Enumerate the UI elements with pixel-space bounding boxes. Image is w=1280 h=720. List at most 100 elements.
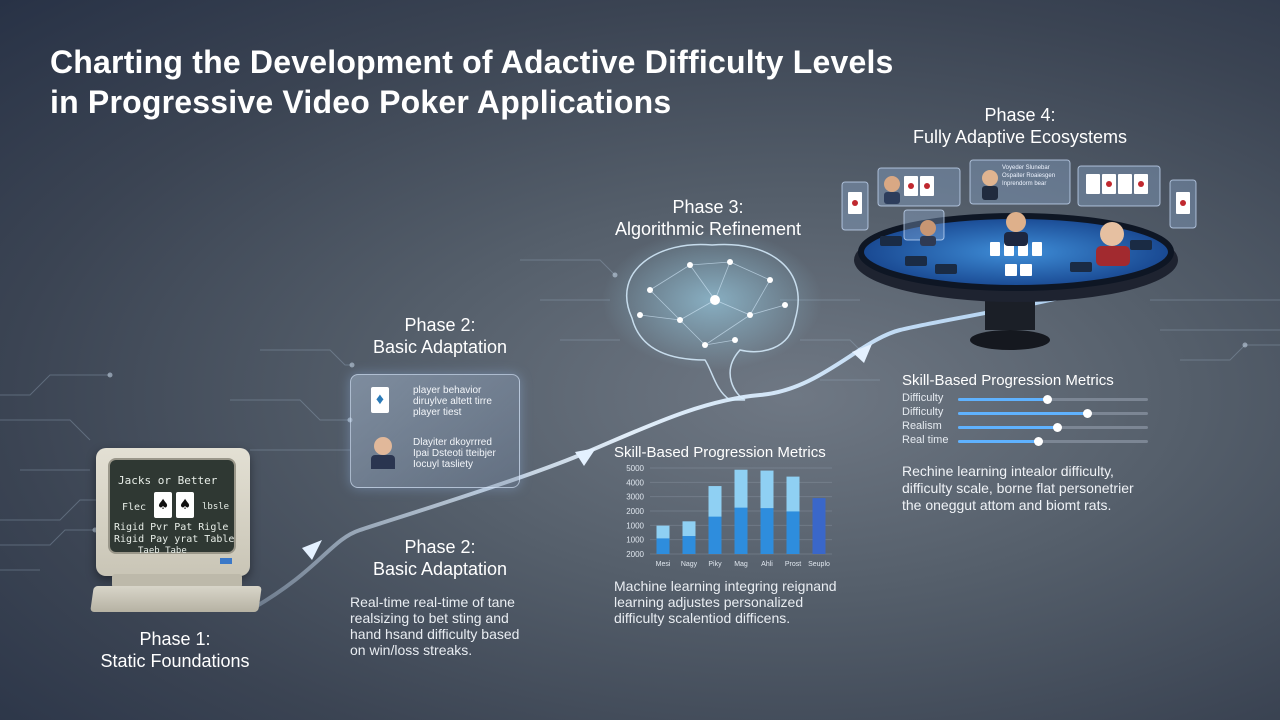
phase2-description: Real-time real-time of tane realsizing t… [350,594,519,658]
phase4-description: Rechine learning intealor difficulty, di… [902,463,1134,514]
phase3-desc-1: Machine learning integring reignand [614,578,837,594]
table-screen-line-1: Voyeder Slunebar [1002,165,1050,171]
y-tick-label: 3000 [626,493,644,502]
metric-knob [1083,409,1093,418]
phase1-label: Phase 1: [139,629,211,649]
panel-text-6: Iocuyl tasliety [413,459,474,470]
metric-label: Real time [902,434,949,446]
phase2-upper-heading: Phase 2: Basic Adaptation [330,314,550,358]
crt-card-1: ♠ [154,492,172,518]
phase3-label: Phase 3: [672,197,744,217]
y-tick-label: 4000 [626,478,644,487]
crt-row-1: Rigid Pvr Pat Rigle [114,522,229,533]
player-avatar [374,437,392,455]
metric-label: Difficulty [902,406,944,418]
bar-lower-segment [760,508,774,554]
title-line-1: Charting the Development of Adactive Dif… [50,44,894,80]
panel-text-5: Ipai Dsteoti tteibjer [413,448,496,459]
phase4-desc-1: Rechine learning intealor difficulty, [902,463,1114,479]
metric-knob [1052,423,1062,432]
crt-right-word: lbsle [202,502,230,512]
crt-row-3: Taeb Tabe [138,546,187,556]
phase1-heading: Phase 1: Static Foundations [60,628,290,672]
table-screen-line-3: Inprendorm bear [1002,181,1047,187]
phase2-upper-name: Basic Adaptation [372,337,508,357]
x-tick-label: Nagy [681,561,698,568]
phase3-heading: Phase 3: Algorithmic Refinement [588,196,828,240]
panel-block-1: player behavior diruylve altett tirre pl… [413,385,492,418]
phase2-desc-1: Real-time real-time of tane [350,594,515,610]
title-line-2: in Progressive Video Poker Applications [50,84,672,120]
x-tick-label: Ahli [761,561,773,568]
phase4-heading: Phase 4: Fully Adaptive Ecosystems [890,104,1150,148]
table-screen-line-2: Ospaiter Roaiesgen [1002,173,1056,179]
y-tick-label: 5000 [626,464,644,473]
y-tick-label: 2000 [626,550,644,559]
y-tick-label: 1000 [626,521,644,530]
brain-network-graphic [602,230,822,401]
bar-lower-segment [708,516,722,554]
metric-knob [1043,395,1053,404]
diamond-card: ♦ [371,387,389,413]
phase2-desc-2: realsizing to bet sting and [350,610,509,626]
phase3-name: Algorithmic Refinement [614,219,802,239]
table-screen-text: Voyeder Slunebar Ospaiter Roaiesgen Inpr… [1002,164,1055,188]
phase3-desc-3: difficulty scalentiod difficens. [614,610,791,626]
phase2-upper-label: Phase 2: [404,315,476,335]
page-title: Charting the Development of Adactive Dif… [50,42,1150,122]
phase3-description: Machine learning integring reignand lear… [614,578,837,626]
phase1-name: Static Foundations [100,651,250,671]
path-arrow-3 [852,344,872,363]
metric-slider [958,395,1148,404]
metric-slider [958,437,1148,446]
poker-table-graphic [841,159,1197,350]
bar-seuplo [812,498,826,554]
metric-label: Difficulty [902,392,944,404]
bar-lower-segment [656,538,670,554]
player-behavior-panel: ♦ player behavior diruylve altett tirre … [350,374,520,488]
crt-screen: Jacks or Better Flec lbsle ♠ ♠ Rigid Pvr… [108,458,236,556]
bar-lower-segment [786,511,800,554]
x-tick-label: Mesi [656,561,671,568]
panel-text-4: Dlayiter dkoyrrred [413,437,492,448]
bar-lower-segment [682,536,696,554]
metric-row: Difficulty [902,392,1152,406]
path-arrow-1 [302,540,322,560]
y-tick-label: 2000 [626,507,644,516]
phase4-label: Phase 4: [984,105,1056,125]
metric-fill [958,440,1038,443]
metric-fill [958,412,1088,415]
x-tick-label: Prost [785,561,801,568]
x-tick-label: Mag [734,561,748,568]
metric-slider [958,423,1148,432]
power-light [220,558,232,564]
crt-monitor: Jacks or Better Flec lbsle ♠ ♠ Rigid Pvr… [96,448,250,576]
metric-slider [958,409,1148,418]
phase2-lower-name: Basic Adaptation [372,559,508,579]
metric-label: Realism [902,420,942,432]
phase2-lower-label: Phase 2: [404,537,476,557]
panel-text-1: player behavior [413,385,482,396]
keyboard [90,586,262,612]
crt-row-2: Rigid Pay yrat Table [114,534,235,545]
x-tick-label: Piky [708,561,722,568]
metric-row: Difficulty [902,406,1152,420]
y-tick-label: 1000 [626,536,644,545]
phase2-desc-4: on win/loss streaks. [350,642,473,658]
metric-fill [958,398,1048,401]
crt-base [112,574,242,588]
panel-block-2: Dlayiter dkoyrrred Ipai Dsteoti tteibjer… [413,437,496,470]
bar-lower-segment [734,507,748,554]
crt-game-title: Jacks or Better [118,474,218,487]
phase4-desc-3: the oneggut attom and biomt rats. [902,497,1112,513]
metric-knob [1033,437,1043,446]
x-tick-label: Seuplo [808,561,830,568]
panel-text-2: diruylve altett tirre [413,396,492,407]
panel-text-3: player tiest [413,407,462,418]
path-arrow-2 [575,448,596,466]
phase2-lower-heading: Phase 2: Basic Adaptation [330,536,550,580]
metric-row: Real time [902,434,1152,448]
